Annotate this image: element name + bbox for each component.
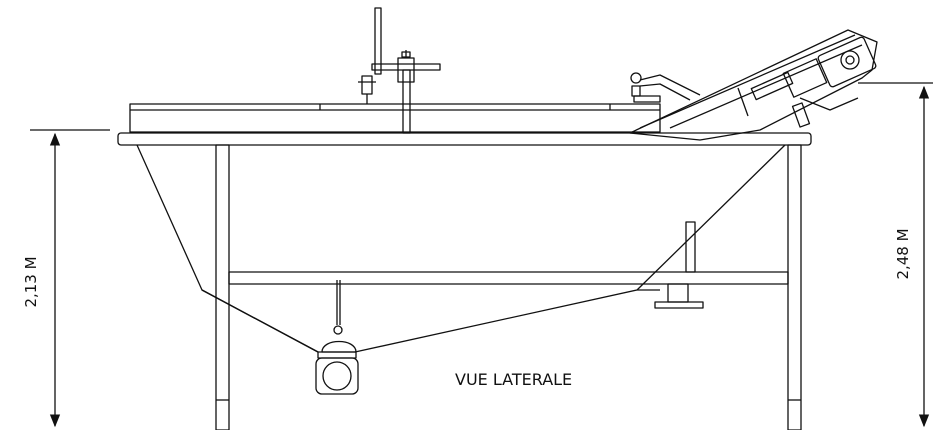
inclined-conveyor bbox=[629, 29, 878, 141]
right-height-label: 2,48 M bbox=[894, 228, 912, 279]
left-dimension bbox=[30, 129, 110, 428]
frame-legs bbox=[215, 144, 802, 430]
left-height-label: 2,13 M bbox=[22, 256, 40, 307]
center-column bbox=[358, 7, 441, 134]
right-dimension bbox=[858, 82, 933, 428]
drain-valve bbox=[315, 280, 359, 395]
view-label: VUE LATERALE bbox=[455, 370, 572, 389]
hopper-body bbox=[136, 144, 786, 353]
tank-rim bbox=[117, 103, 812, 146]
